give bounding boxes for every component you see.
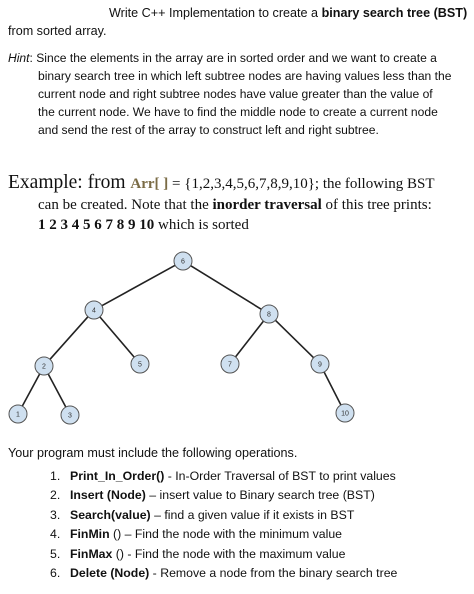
tree-edge (49, 316, 89, 360)
heading-bold: binary search tree (BST) (321, 6, 468, 20)
tree-node: 9 (310, 354, 330, 374)
heading-prefix: Write C++ Implementation to create a (109, 6, 322, 20)
tree-edge (190, 265, 262, 310)
example-line2-suffix: of this tree prints: (321, 197, 432, 213)
operation-desc: - Remove a node from the binary search t… (149, 565, 398, 580)
tree-node-label: 6 (181, 259, 185, 266)
array-name: Arr[ ] (130, 176, 169, 192)
tree-node: 7 (220, 354, 240, 374)
hint-paragraph: Hint: Since the elements in the array ar… (8, 49, 466, 139)
tree-node-circle (84, 300, 104, 320)
operation-name: Print_In_Order() (70, 469, 165, 483)
hint-label: Hint (8, 51, 30, 65)
example-line: Example: from Arr[ ] = {1,2,3,4,5,6,7,8,… (8, 172, 468, 195)
tree-edge (21, 373, 41, 407)
inorder-sequence: 1 2 3 4 5 6 7 8 9 10 (38, 217, 155, 233)
operation-desc: () - Find the node with the maximum valu… (112, 546, 346, 561)
hint-line: current node and right subtree nodes hav… (38, 87, 433, 101)
tree-node-circle (259, 304, 279, 324)
tree-node-circle (8, 404, 28, 424)
operation-item: 3.Search(value) – find a given value if … (50, 507, 355, 522)
tree-node-label: 1 (16, 412, 20, 419)
operation-name: FinMax (70, 546, 113, 561)
example-paragraph: Example: from Arr[ ] = {1,2,3,4,5,6,7,8,… (8, 172, 468, 235)
example-line: can be created. Note that the inorder tr… (8, 195, 468, 215)
tree-node: 2 (34, 356, 54, 376)
tree-node-circle (220, 354, 240, 374)
hint-line: Hint: Since the elements in the array ar… (8, 49, 466, 67)
operations-intro: Your program must include the following … (8, 446, 298, 460)
tree-node-label: 5 (138, 362, 142, 369)
tree-node-circle (173, 251, 193, 271)
array-values: = {1,2,3,4,5,6,7,8,9,10}; (168, 176, 320, 192)
tree-edge (323, 371, 342, 406)
operation-item: 6.Delete (Node) - Remove a node from the… (50, 565, 398, 580)
tree-node-label: 10 (341, 411, 349, 418)
operation-item: 5.FinMax () - Find the node with the max… (50, 546, 346, 561)
example-line2-prefix: can be created. Note that the (38, 197, 213, 213)
tree-node: 8 (259, 304, 279, 324)
heading-line: Write C++ Implementation to create a bin… (109, 6, 467, 20)
tree-node-label: 4 (92, 308, 96, 315)
operation-desc: - In-Order Traversal of BST to print val… (164, 469, 396, 483)
tree-node: 6 (173, 251, 193, 271)
operation-name: Search(value) (70, 507, 151, 522)
inorder-traversal-term: inorder traversal (212, 197, 322, 213)
operation-desc: – insert value to Binary search tree (BS… (145, 488, 375, 503)
operation-item: 4.FinMin () – Find the node with the min… (50, 527, 343, 542)
tree-edge (47, 373, 67, 408)
operation-desc: () – Find the node with the minimum valu… (109, 527, 343, 542)
tree-node-circle (335, 403, 355, 423)
tree-node-label: 2 (42, 364, 46, 371)
tree-node-circle (310, 354, 330, 374)
hint-line: binary search tree in which left subtree… (38, 69, 452, 83)
tree-node-circle (34, 356, 54, 376)
heading-continuation: from sorted array. (8, 24, 107, 38)
operation-name: FinMin (70, 527, 110, 542)
tree-node: 1 (8, 404, 28, 424)
example-line: 1 2 3 4 5 6 7 8 9 10 which is sorted (8, 215, 468, 235)
hint-text: : Since the elements in the array are in… (29, 51, 437, 65)
tree-node-circle (60, 405, 80, 425)
operation-item: 1.Print_In_Order() - In-Order Traversal … (50, 469, 396, 483)
tree-edge (274, 319, 315, 359)
tree-node-label: 7 (228, 362, 232, 369)
tree-edge (99, 316, 135, 358)
operation-name: Insert (Node) (70, 488, 146, 503)
example-tail: the following BST (319, 176, 435, 192)
sequence-note: which is sorted (154, 217, 249, 233)
hint-line: and send the rest of the array to constr… (38, 123, 379, 137)
tree-node: 5 (130, 354, 150, 374)
tree-node-label: 3 (68, 413, 72, 420)
operation-name: Delete (Node) (70, 565, 150, 580)
tree-node: 10 (335, 403, 355, 423)
operations-list: 1.Print_In_Order() - In-Order Traversal … (50, 469, 397, 585)
tree-node-label: 8 (267, 312, 271, 319)
tree-edge (101, 264, 176, 307)
tree-node-label: 9 (318, 362, 322, 369)
operation-desc: – find a given value if it exists in BST (150, 507, 355, 522)
operation-item: 2.Insert (Node) – insert value to Binary… (50, 488, 375, 503)
bst-diagram: 6 4 8 2 5 7 9 1 3 10 (8, 251, 355, 425)
tree-node: 4 (84, 300, 104, 320)
tree-edge (234, 320, 265, 358)
tree-node: 3 (60, 405, 80, 425)
example-label: Example: from (8, 172, 131, 193)
hint-line: the current node. We have to find the mi… (38, 105, 438, 119)
tree-node-circle (130, 354, 150, 374)
